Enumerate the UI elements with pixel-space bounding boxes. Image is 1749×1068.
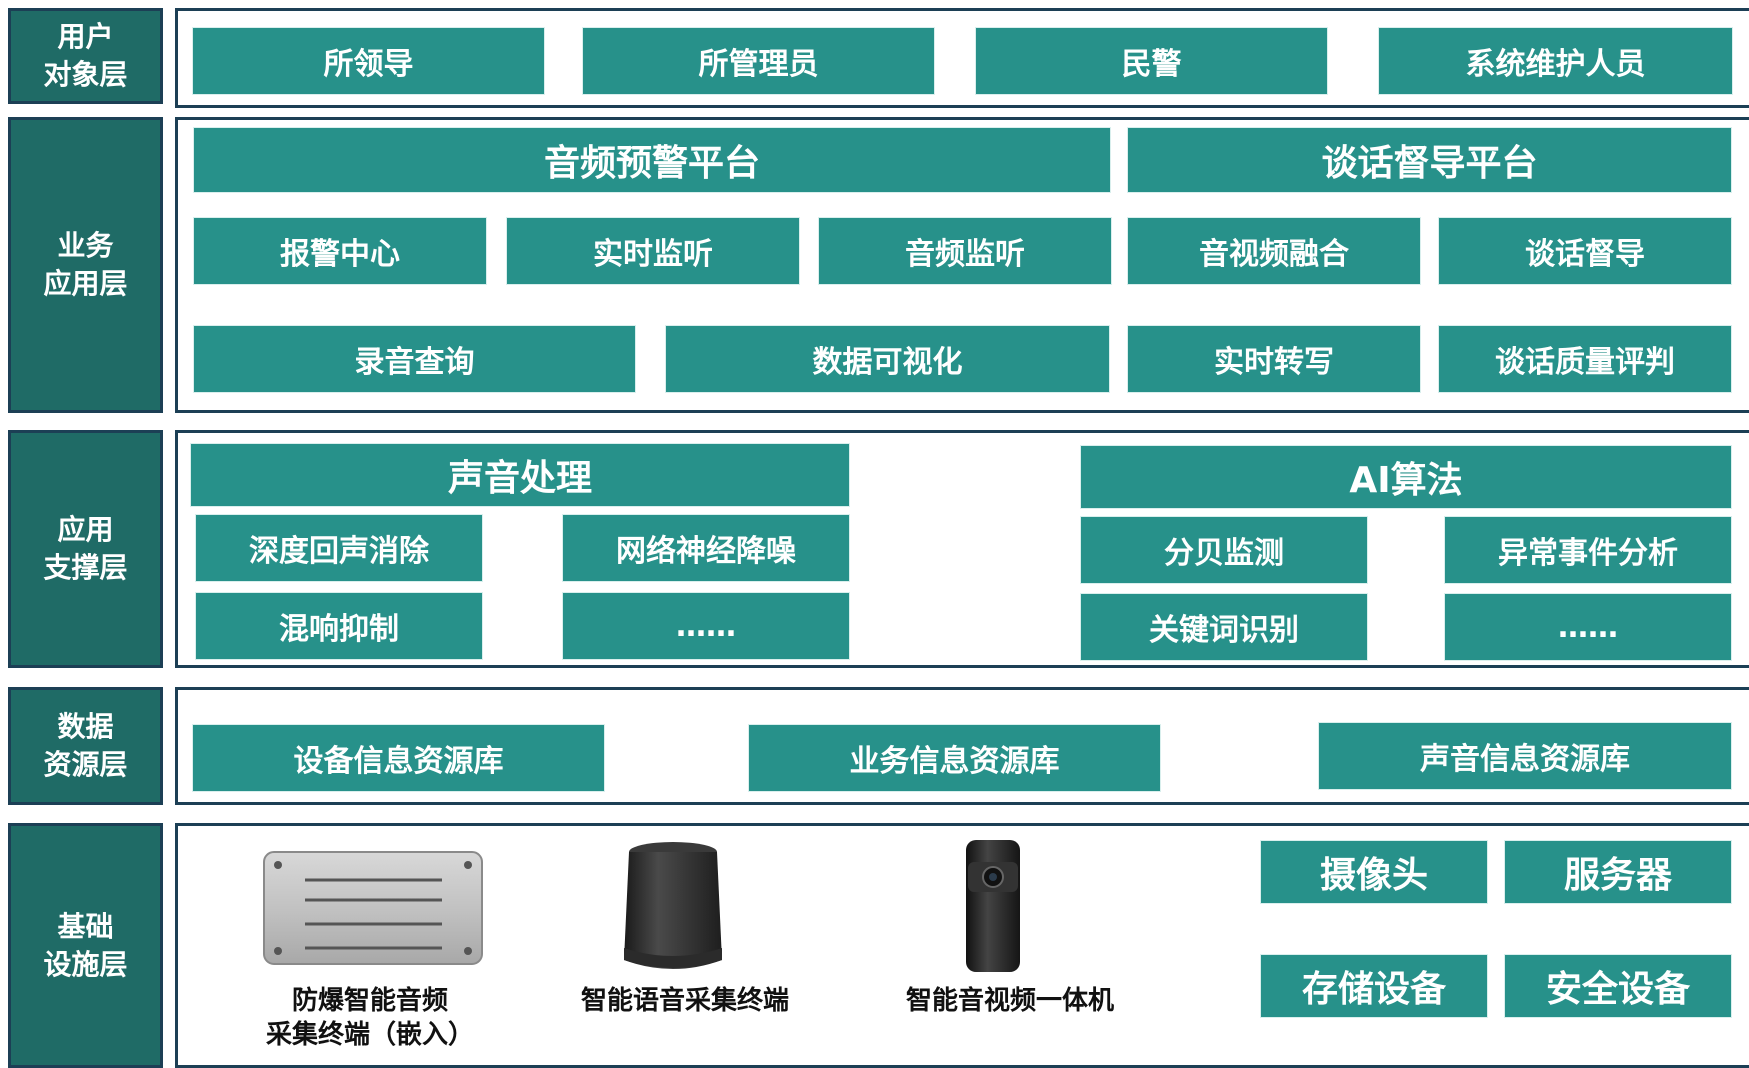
- support-group-title: 声音处理: [190, 443, 850, 507]
- device-label: 智能音视频一体机: [905, 986, 1114, 1016]
- data-box: 声音信息资源库: [1318, 722, 1732, 790]
- support-box: 深度回声消除: [195, 514, 483, 582]
- support-box: 异常事件分析: [1444, 516, 1732, 584]
- layer-label-support: 应用 支撑层: [8, 430, 163, 668]
- support-box: ……: [562, 592, 850, 660]
- infra-box: 服务器: [1504, 840, 1732, 904]
- business-box: 音频监听: [818, 217, 1112, 285]
- platform-box: 谈话督导平台: [1127, 127, 1732, 193]
- support-box: 分贝监测: [1080, 516, 1368, 584]
- infra-box: 安全设备: [1504, 954, 1732, 1018]
- infra-box: 存储设备: [1260, 954, 1488, 1018]
- platform-box: 音频预警平台: [193, 127, 1111, 193]
- layer-label-infra: 基础 设施层: [8, 823, 163, 1068]
- business-box: 实时监听: [506, 217, 800, 285]
- infra-box: 摄像头: [1260, 840, 1488, 904]
- business-box: 谈话质量评判: [1438, 325, 1732, 393]
- layer-label-data: 数据 资源层: [8, 687, 163, 805]
- business-box: 录音查询: [193, 325, 636, 393]
- explosion-proof-terminal-image: [263, 851, 483, 965]
- layer-label-business: 业务 应用层: [8, 117, 163, 413]
- support-box: 网络神经降噪: [562, 514, 850, 582]
- support-box: 关键词识别: [1080, 593, 1368, 661]
- data-box: 设备信息资源库: [192, 724, 605, 792]
- layer-label-user: 用户 对象层: [8, 8, 163, 104]
- support-box: 混响抑制: [195, 592, 483, 660]
- business-box: 谈话督导: [1438, 217, 1732, 285]
- smart-voice-terminal-image: [624, 842, 722, 969]
- user-box: 民警: [975, 27, 1328, 95]
- business-box: 音视频融合: [1127, 217, 1421, 285]
- business-box: 实时转写: [1127, 325, 1421, 393]
- business-box: 报警中心: [193, 217, 487, 285]
- user-box: 系统维护人员: [1378, 27, 1733, 95]
- business-box: 数据可视化: [665, 325, 1110, 393]
- av-all-in-one-image: [966, 840, 1020, 972]
- user-box: 所领导: [192, 27, 545, 95]
- support-group-title: AI算法: [1080, 445, 1732, 509]
- device-label: 智能语音采集终端: [580, 986, 789, 1016]
- user-box: 所管理员: [582, 27, 935, 95]
- data-box: 业务信息资源库: [748, 724, 1161, 792]
- device-label: 防爆智能音频 采集终端（嵌入）: [265, 986, 474, 1050]
- support-box: ……: [1444, 593, 1732, 661]
